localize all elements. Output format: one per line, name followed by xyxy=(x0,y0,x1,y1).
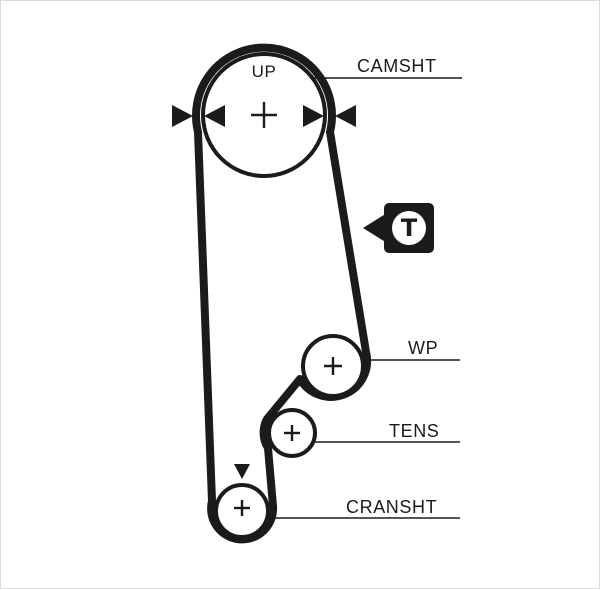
tension-tool-letter: T xyxy=(401,214,418,242)
alignment-arrow-left-inner-icon xyxy=(204,105,225,127)
tension-tool-circle xyxy=(392,211,426,245)
tension-tool-badge: T xyxy=(363,203,434,253)
alignment-arrow-right-inner-icon xyxy=(303,105,324,127)
tension-tool-arrow-icon xyxy=(363,213,387,243)
crankshaft-label: CRANSHT xyxy=(346,497,437,517)
alignment-arrow-left-outer-icon xyxy=(172,105,193,127)
camshaft-cross-mark-icon xyxy=(251,102,277,128)
up-direction-label: UP xyxy=(252,62,277,81)
camshaft-label: CAMSHT xyxy=(357,56,437,76)
alignment-arrow-right-outer-icon xyxy=(335,105,356,127)
tensioner-cross-mark-icon xyxy=(284,425,300,441)
water-pump-label: WP xyxy=(408,338,438,358)
water-pump-cross-mark-icon xyxy=(324,357,342,375)
tensioner-label: TENS xyxy=(389,421,439,441)
crank-timing-mark-icon xyxy=(234,464,250,479)
crankshaft-cross-mark-icon xyxy=(234,500,250,516)
